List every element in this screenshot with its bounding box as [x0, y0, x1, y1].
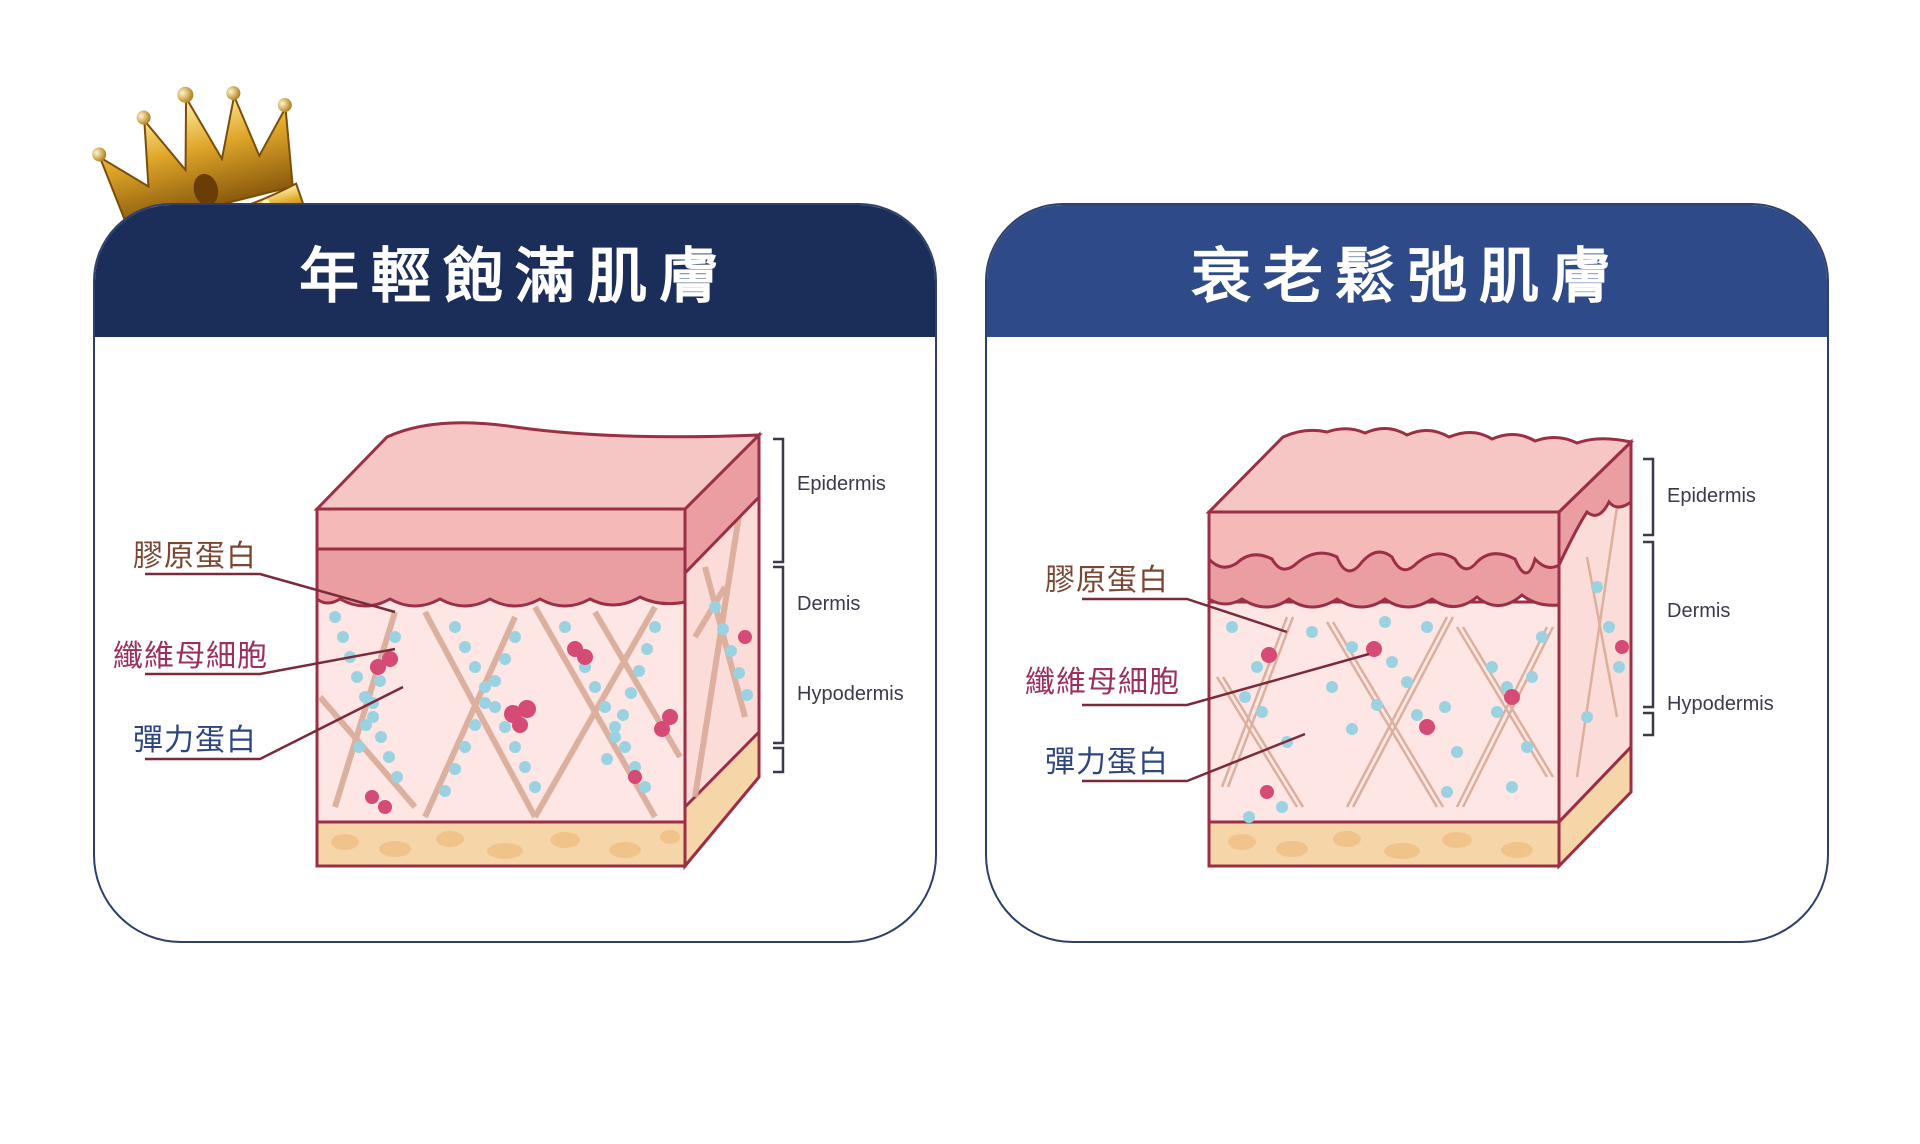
- epidermis-front: [315, 507, 687, 551]
- label-collagen: 膠原蛋白: [1045, 563, 1169, 598]
- aged-skin-panel: 衰老鬆弛肌膚: [985, 203, 1829, 943]
- epidermis-front: [1207, 510, 1561, 575]
- label-fibroblast: 纖維母細胞: [113, 639, 268, 674]
- layer-label-epidermis: Epidermis: [797, 473, 886, 495]
- layer-label-epidermis: Epidermis: [1667, 485, 1756, 507]
- label-elastin: 彈力蛋白: [133, 723, 257, 758]
- dermis-top-band: [315, 540, 687, 608]
- young-skin-diagram: [145, 421, 785, 871]
- layer-label-hypodermis: Hypodermis: [1667, 693, 1774, 715]
- aged-skin-diagram: [1082, 427, 1655, 870]
- young-skin-panel: 年輕飽滿肌膚: [93, 203, 937, 943]
- skin-surface-top: [313, 421, 763, 511]
- layer-label-hypodermis: Hypodermis: [797, 683, 904, 705]
- panel-title-aged: 衰老鬆弛肌膚: [987, 205, 1827, 337]
- label-elastin: 彈力蛋白: [1045, 745, 1169, 780]
- label-fibroblast: 纖維母細胞: [1025, 665, 1180, 700]
- layer-label-dermis: Dermis: [1667, 600, 1731, 622]
- dermis-front: [315, 595, 687, 824]
- panel-title-young: 年輕飽滿肌膚: [95, 205, 935, 337]
- label-collagen: 膠原蛋白: [133, 539, 257, 574]
- skin-surface-top: [1205, 427, 1635, 514]
- layer-label-dermis: Dermis: [797, 593, 861, 615]
